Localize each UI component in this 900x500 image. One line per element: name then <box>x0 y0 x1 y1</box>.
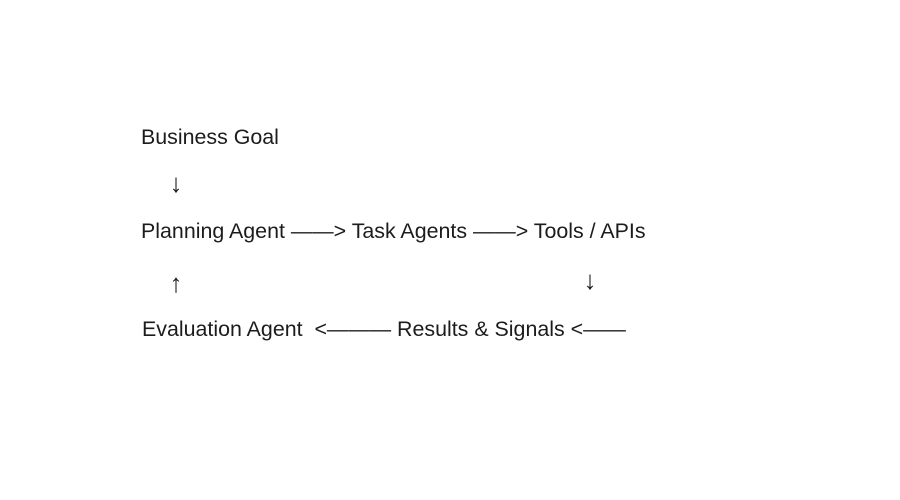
down-arrow-icon: ↓ <box>169 168 183 198</box>
flow-row-planning-task-tools: Planning Agent ——> Task Agents ——> Tools… <box>141 219 646 243</box>
down-arrow-icon: ↓ <box>583 265 597 295</box>
feedback-row-evaluation-results: Evaluation Agent <——— Results & Signals … <box>142 317 626 341</box>
up-arrow-icon: ↑ <box>169 268 183 298</box>
node-business-goal: Business Goal <box>141 125 279 149</box>
